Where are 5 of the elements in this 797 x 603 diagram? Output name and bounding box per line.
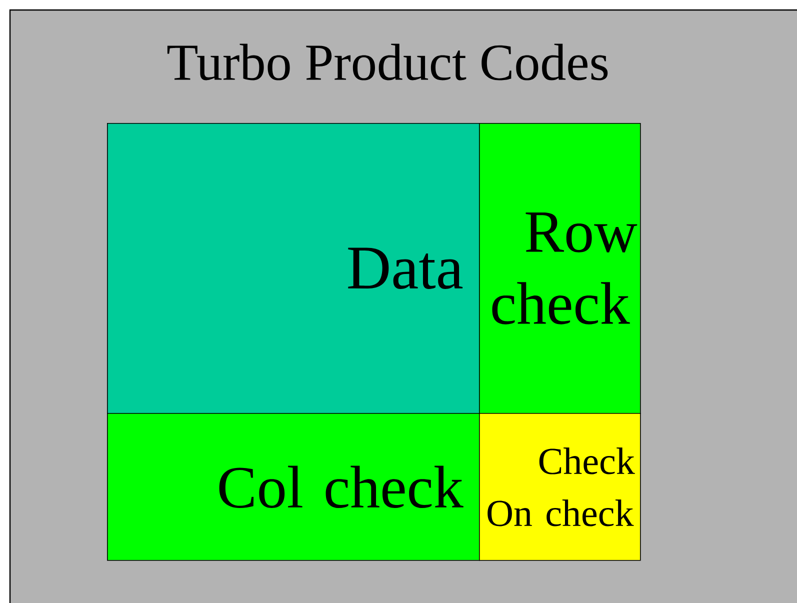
grid-cell: Col check bbox=[107, 413, 480, 561]
grid-cell: Row check bbox=[479, 123, 641, 414]
grid-cell: Data bbox=[107, 123, 480, 414]
title: Turbo Product Codes bbox=[167, 44, 608, 80]
grid-cell: Check On check bbox=[479, 413, 641, 561]
